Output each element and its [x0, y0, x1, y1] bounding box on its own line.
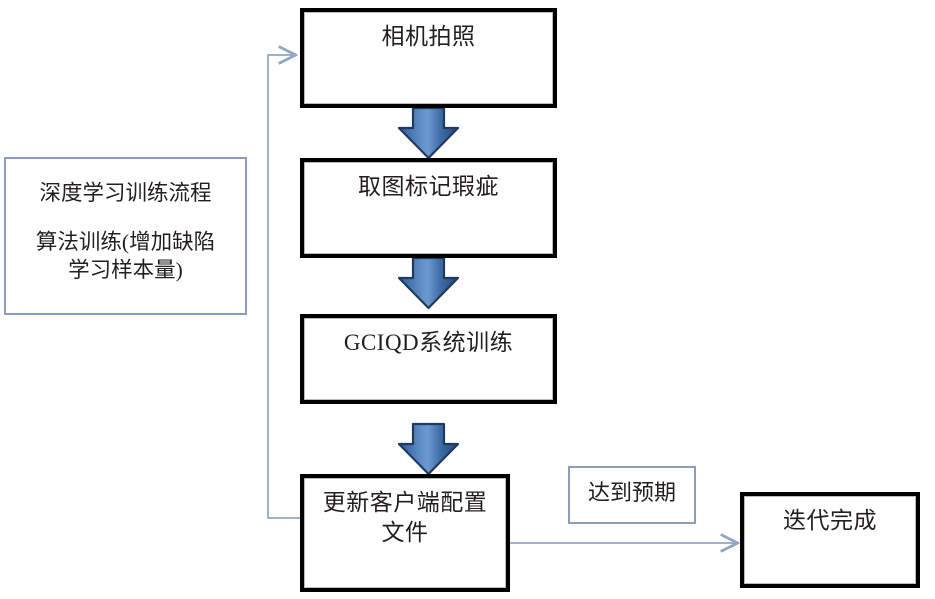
note-line-3: 学习样本量)	[68, 257, 183, 282]
process-box-image-defect-annotation-label: 取图标记瑕疵	[358, 174, 499, 199]
process-box-camera-capture-label: 相机拍照	[381, 24, 476, 49]
process-box-update-client-config: 更新客户端配置 文件	[300, 474, 510, 592]
feedback-loop-update-to-capture	[267, 55, 300, 519]
process-box-image-defect-annotation: 取图标记瑕疵	[300, 158, 557, 258]
block-arrow-train-to-update	[397, 422, 460, 476]
update-label-line-1: 更新客户端配置	[322, 490, 488, 515]
note-spacer	[36, 215, 215, 229]
process-box-gciqd-system-training: GCIQD系统训练	[300, 314, 557, 404]
process-box-update-client-config-label: 更新客户端配置 文件	[323, 478, 488, 549]
note-line-1: 深度学习训练流程	[39, 181, 212, 205]
edge-label-box-meets-expectation-label: 达到预期	[587, 480, 676, 505]
process-box-iteration-complete-label: 迭代完成	[783, 508, 877, 533]
block-arrow-annotate-to-train	[397, 256, 460, 310]
update-label-line-2: 文件	[381, 520, 429, 546]
note-box-text: 深度学习训练流程 算法训练(增加缺陷 学习样本量)	[36, 159, 215, 285]
note-line-2: 算法训练(增加缺陷	[35, 229, 216, 254]
note-box-deep-learning-process: 深度学习训练流程 算法训练(增加缺陷 学习样本量)	[4, 157, 247, 315]
block-arrow-capture-to-annotate	[397, 106, 460, 160]
process-box-camera-capture: 相机拍照	[300, 8, 557, 108]
edge-label-box-meets-expectation: 达到预期	[568, 466, 696, 524]
process-box-gciqd-system-training-label: GCIQD系统训练	[343, 330, 514, 355]
process-box-iteration-complete: 迭代完成	[740, 492, 920, 588]
